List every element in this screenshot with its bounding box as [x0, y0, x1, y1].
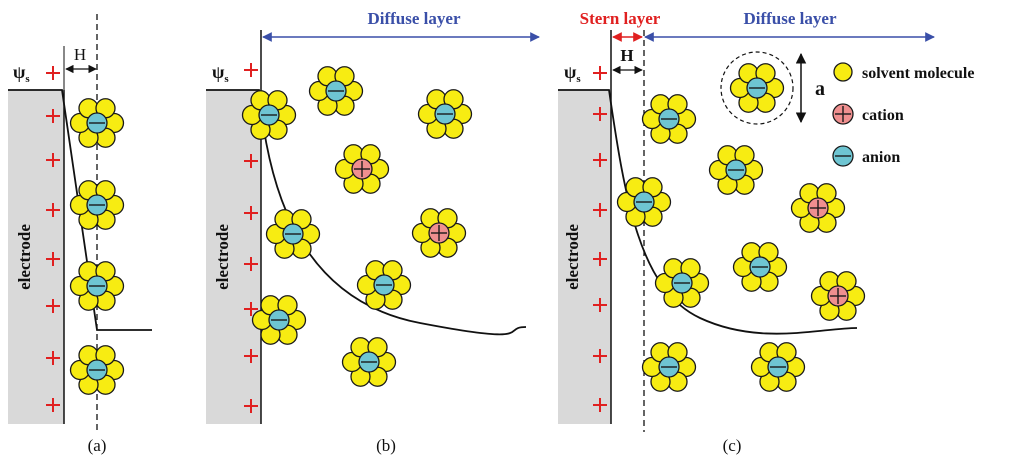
- solvated-anion: [654, 258, 710, 308]
- legend-solvent-label: solvent molecule: [862, 65, 974, 82]
- plus-sign-icon: [593, 398, 607, 412]
- plus-sign-icon: [46, 398, 60, 412]
- solvated-anion: [69, 261, 125, 311]
- solvated-anion: [641, 94, 697, 144]
- plus-sign-icon: [46, 203, 60, 217]
- solvated-anion: [616, 177, 672, 227]
- plus-sign-icon: [244, 349, 258, 363]
- psi-label-c: ψs: [564, 62, 581, 85]
- solvated-anion: [356, 260, 412, 310]
- plus-column-a: [46, 66, 60, 412]
- legend: solvent molecule cation anion: [832, 62, 974, 167]
- solvated-anion: [308, 66, 364, 116]
- psi-label-b: ψs: [212, 62, 229, 85]
- plus-sign-icon: [46, 66, 60, 80]
- plus-sign-icon: [46, 299, 60, 313]
- caption-a: (a): [88, 436, 107, 455]
- anion-icon: [832, 145, 854, 167]
- plus-sign-icon: [244, 154, 258, 168]
- solvated-anion: [69, 180, 125, 230]
- plus-sign-icon: [46, 351, 60, 365]
- electrode-label-c: electrode: [563, 224, 582, 290]
- plus-sign-icon: [244, 257, 258, 271]
- plus-sign-icon: [244, 399, 258, 413]
- electrode-label-b: electrode: [213, 224, 232, 290]
- electrode-a: [8, 90, 64, 424]
- diffuse-label-b: Diffuse layer: [367, 9, 460, 28]
- solvated-anion: [341, 337, 397, 387]
- plus-sign-icon: [593, 252, 607, 266]
- plus-sign-icon: [244, 63, 258, 77]
- solvated-anion: [708, 145, 764, 195]
- solvated-anion: [417, 89, 473, 139]
- plus-sign-icon: [593, 66, 607, 80]
- plus-column-c: [593, 66, 607, 412]
- plus-sign-icon: [593, 298, 607, 312]
- panel-b: electrode ψs Diffuse layer (b): [206, 9, 540, 455]
- electrode-label-a: electrode: [15, 224, 34, 290]
- potential-curve-b: [206, 89, 527, 336]
- caption-b: (b): [376, 436, 396, 455]
- plus-sign-icon: [244, 302, 258, 316]
- panel-a: electrode ψs H (a): [8, 14, 152, 455]
- solvated-anion: [251, 295, 307, 345]
- caption-c: (c): [723, 436, 742, 455]
- solvent-molecule-icon: [833, 62, 853, 82]
- solvated-anion: [732, 242, 788, 292]
- cation-icon: [832, 103, 854, 125]
- solvated-anion: [750, 342, 806, 392]
- electrode-c: [558, 90, 611, 424]
- plus-sign-icon: [244, 206, 258, 220]
- size-label: a: [815, 78, 825, 100]
- solvated-cation: [334, 144, 390, 194]
- potential-curve-c: [558, 89, 858, 335]
- stern-label-c: Stern layer: [580, 9, 661, 28]
- legend-cation-label: cation: [862, 107, 904, 124]
- legend-anion-label: anion: [862, 149, 900, 166]
- solvated-anion: [241, 90, 297, 140]
- plus-sign-icon: [46, 252, 60, 266]
- plus-sign-icon: [46, 109, 60, 123]
- psi-label-a: ψs: [13, 62, 30, 85]
- solvated-anion: [69, 98, 125, 148]
- panel-c: electrode ψs Stern layer Diffuse layer H…: [558, 9, 974, 455]
- solvated-ion-size-indicator: a: [720, 51, 825, 125]
- plus-sign-icon: [593, 203, 607, 217]
- solvated-anion: [69, 345, 125, 395]
- h-label-a: H: [74, 45, 86, 64]
- solvated-cation: [790, 183, 846, 233]
- solvated-anion: [729, 63, 785, 113]
- h-label-c: H: [620, 46, 633, 65]
- plus-sign-icon: [593, 153, 607, 167]
- solvated-cation: [810, 271, 866, 321]
- plus-sign-icon: [593, 349, 607, 363]
- solvated-anion: [641, 342, 697, 392]
- solvated-anion: [265, 209, 321, 259]
- solvated-cation: [411, 208, 467, 258]
- plus-sign-icon: [593, 107, 607, 121]
- plus-sign-icon: [46, 153, 60, 167]
- diffuse-label-c: Diffuse layer: [743, 9, 836, 28]
